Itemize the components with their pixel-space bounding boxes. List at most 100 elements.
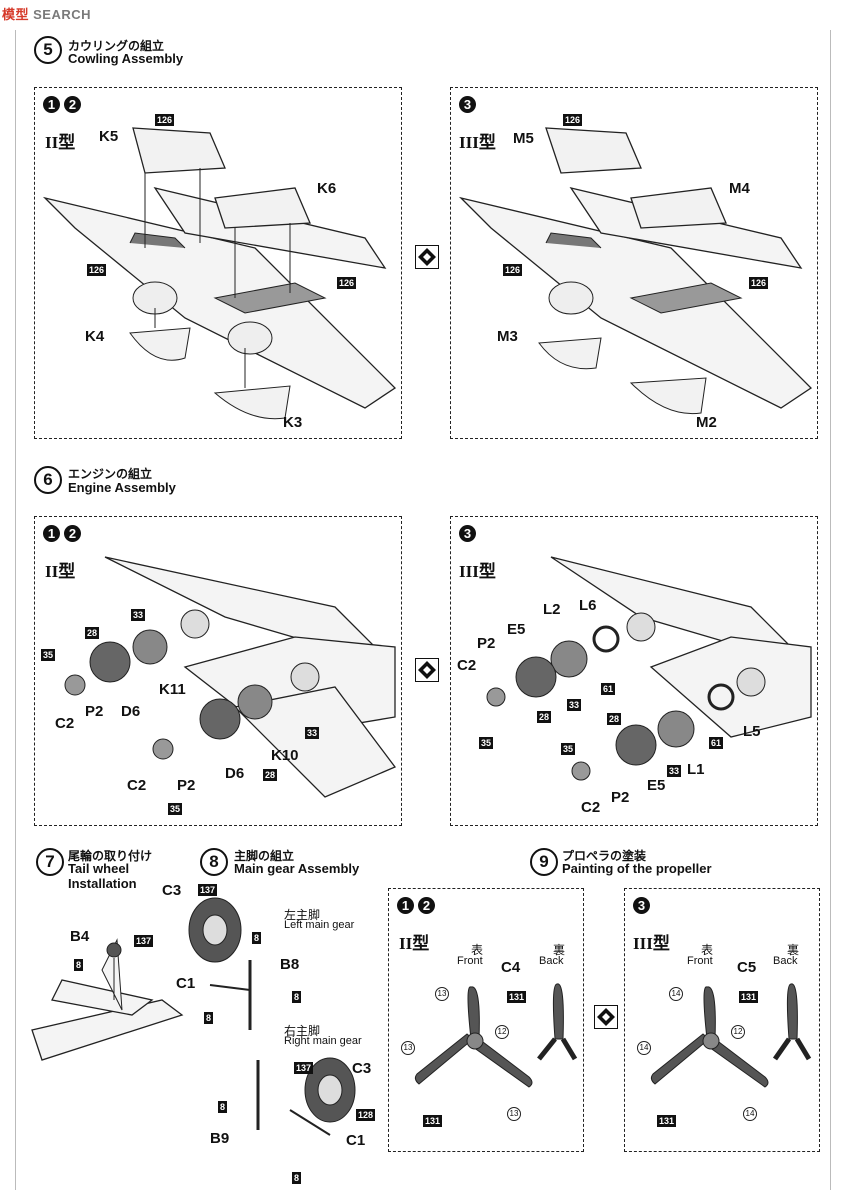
part-K4: K4: [85, 328, 105, 345]
cowling-diagram-type3: [458, 127, 813, 415]
mark-14-b: 14: [637, 1037, 651, 1055]
paint-8-e: 8: [292, 1172, 302, 1184]
step7-title-en2: Installation: [68, 876, 137, 891]
part-C2: C2: [55, 715, 75, 732]
mark-13-c: 13: [507, 1103, 521, 1121]
left-margin-line: [15, 30, 16, 1190]
type-label: III型: [633, 934, 670, 953]
type-badges: 3: [633, 897, 654, 915]
part-C1-right: C1: [346, 1132, 366, 1149]
paint-28-a: 28: [537, 711, 552, 723]
paint-61-a: 61: [601, 683, 616, 695]
part-L2: L2: [543, 601, 561, 618]
paint-126-a: 126: [563, 114, 583, 126]
paint-131-front: 131: [657, 1115, 677, 1127]
part-B8: B8: [280, 956, 300, 973]
part-B4: B4: [70, 928, 90, 945]
paint-33-a: 33: [567, 699, 582, 711]
step9-title-jp: プロペラの塗装: [562, 849, 647, 863]
part-M3: M3: [497, 328, 518, 345]
cowling-diagram-type2: [42, 127, 397, 420]
part-C2: C2: [457, 657, 477, 674]
part-L1: L1: [687, 761, 705, 778]
part-K6: K6: [317, 180, 337, 197]
step6-title-jp: エンジンの組立: [68, 467, 153, 481]
mark-12: 12: [495, 1021, 509, 1039]
paint-8-c: 8: [204, 1012, 214, 1024]
paint-8-b: 8: [292, 991, 302, 1003]
type-label: II型: [399, 934, 430, 953]
paint-33-b: 33: [667, 765, 682, 777]
right-gear-en: Right main gear: [284, 1035, 362, 1047]
back-jp: 裏: [553, 943, 566, 957]
paint-128: 128: [356, 1109, 376, 1121]
watermark: 模型 SEARCH: [2, 7, 92, 22]
part-K5: K5: [99, 128, 119, 145]
part-C5: C5: [737, 959, 757, 976]
part-K3: K3: [283, 414, 303, 431]
type-label: II型: [45, 562, 76, 581]
part-C2-b: C2: [581, 799, 601, 816]
propeller-diagram-type3: [650, 983, 812, 1088]
paint-35-b: 35: [168, 803, 183, 815]
paint-8-a: 8: [252, 932, 262, 944]
part-K11: K11: [159, 681, 186, 698]
part-L5: L5: [743, 723, 761, 740]
mark-14-c: 14: [743, 1103, 757, 1121]
step5-panel-type3: 3 III型 126 126 126 M5 M4 M3 M2: [450, 87, 818, 439]
part-C3-right: C3: [352, 1060, 372, 1077]
paint-126-c: 126: [337, 277, 357, 289]
type-swap-arrow-icon: [415, 245, 439, 269]
step7-title-jp: 尾輪の取り付け: [68, 849, 153, 863]
mark-12: 12: [731, 1021, 745, 1039]
step7-number: 7: [36, 848, 64, 876]
main-gear-diagram: [188, 897, 356, 1136]
paint-28-a: 28: [85, 627, 100, 639]
front-jp: 表: [701, 943, 714, 957]
type-label: II型: [45, 133, 76, 152]
part-M5: M5: [513, 130, 534, 147]
type-label: III型: [459, 562, 496, 581]
type-swap-arrow-icon: [594, 1005, 618, 1029]
type-badges: 3: [459, 96, 480, 114]
step5-title-jp: カウリングの組立: [68, 39, 165, 53]
paint-8-d: 8: [218, 1101, 228, 1113]
step9-title-en: Painting of the propeller: [562, 861, 712, 876]
paint-28-b: 28: [263, 769, 278, 781]
part-K10: K10: [271, 747, 299, 764]
part-P2: P2: [477, 635, 496, 652]
step6-title-en: Engine Assembly: [68, 480, 176, 495]
paint-61-b: 61: [709, 737, 724, 749]
engine-diagram-type3: [486, 556, 812, 781]
front-jp: 表: [471, 943, 484, 957]
part-E5-b: E5: [647, 777, 666, 794]
paint-33-b: 33: [305, 727, 320, 739]
step7-title-en1: Tail wheel: [68, 861, 130, 876]
paint-126-a: 126: [155, 114, 175, 126]
paint-131-back: 131: [507, 991, 527, 1003]
part-M2: M2: [696, 414, 717, 431]
step9-number: 9: [530, 848, 558, 876]
paint-126-b: 126: [503, 264, 523, 276]
paint-131-front: 131: [423, 1115, 443, 1127]
type-swap-arrow-icon: [415, 658, 439, 682]
paint-35-a: 35: [41, 649, 56, 661]
paint-126-c: 126: [749, 277, 769, 289]
step8-number: 8: [200, 848, 228, 876]
part-C2-b: C2: [127, 777, 147, 794]
part-E5: E5: [507, 621, 526, 638]
front-en: Front: [457, 955, 483, 967]
part-C4: C4: [501, 959, 521, 976]
type-badges: 3: [459, 525, 480, 543]
tail-wheel-diagram: [31, 938, 184, 1061]
left-gear-jp: 左主脚: [284, 908, 321, 922]
paint-137-a: 137: [198, 884, 218, 896]
step8-title-jp: 主脚の組立: [234, 849, 295, 863]
paint-35-a: 35: [479, 737, 494, 749]
right-gear-jp: 右主脚: [284, 1024, 321, 1038]
mark-13-b: 13: [401, 1037, 415, 1055]
